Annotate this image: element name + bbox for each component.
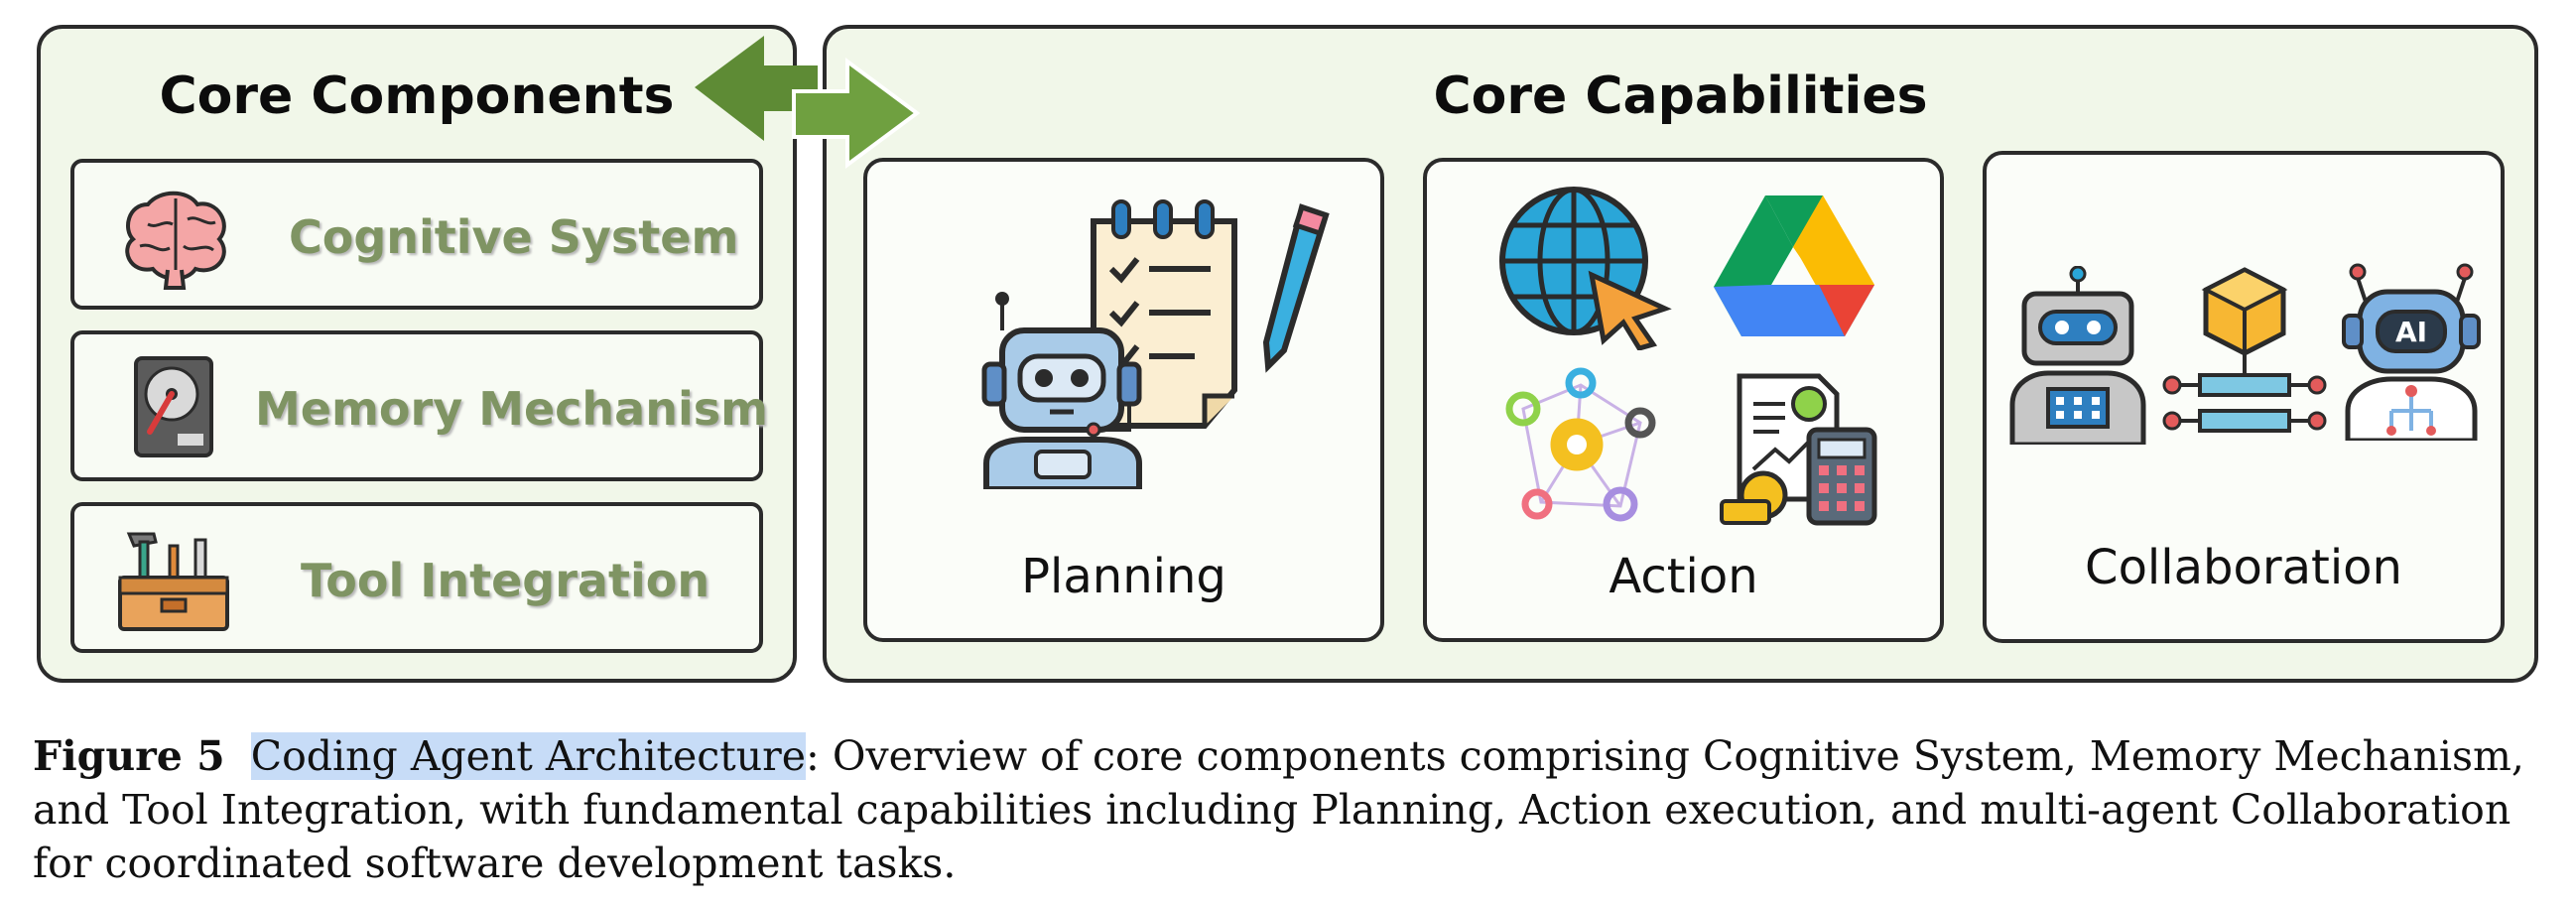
- core-capabilities-title: Core Capabilities: [1433, 66, 1928, 126]
- brain-icon: [125, 191, 226, 290]
- caption-text: : Overview of core components comprising…: [33, 732, 2524, 887]
- component-label: Cognitive System: [289, 210, 739, 264]
- core-components-title: Core Components: [159, 66, 675, 126]
- capability-action: Action: [1423, 158, 1944, 642]
- capability-collaboration: AI Collaboration: [1983, 151, 2505, 643]
- svg-text:AI: AI: [2395, 316, 2427, 348]
- bidirectional-arrow-icon: [695, 36, 921, 169]
- component-cognitive-system: Cognitive System: [70, 159, 763, 310]
- robot-icon: [981, 292, 1142, 489]
- component-label: Tool Integration: [301, 554, 710, 607]
- capability-label: Action: [1609, 549, 1758, 604]
- component-tool-integration: Tool Integration: [70, 502, 763, 653]
- workflow-cube-icon: [2162, 267, 2327, 433]
- component-label: Memory Mechanism: [255, 382, 769, 436]
- capability-label: Planning: [1021, 549, 1226, 604]
- robot-icon: [2009, 266, 2146, 445]
- finance-calculator-icon: [1720, 373, 1877, 526]
- ai-robot-icon: AI: [2342, 263, 2481, 441]
- caption-highlight: Coding Agent Architecture: [250, 732, 806, 780]
- capability-planning: Planning: [863, 158, 1384, 642]
- hard-drive-icon: [134, 356, 213, 457]
- component-memory-mechanism: Memory Mechanism: [70, 330, 768, 481]
- pencil-icon: [1262, 203, 1330, 373]
- toolbox-icon: [118, 532, 229, 631]
- globe-cursor-icon: [1499, 187, 1672, 350]
- google-drive-icon: [1714, 195, 1874, 336]
- capability-label: Collaboration: [2085, 540, 2402, 595]
- gears-network-icon: [1505, 367, 1656, 522]
- figure-label: Figure 5: [33, 732, 225, 780]
- figure-caption: Figure 5 Coding Agent Architecture: Over…: [33, 729, 2543, 890]
